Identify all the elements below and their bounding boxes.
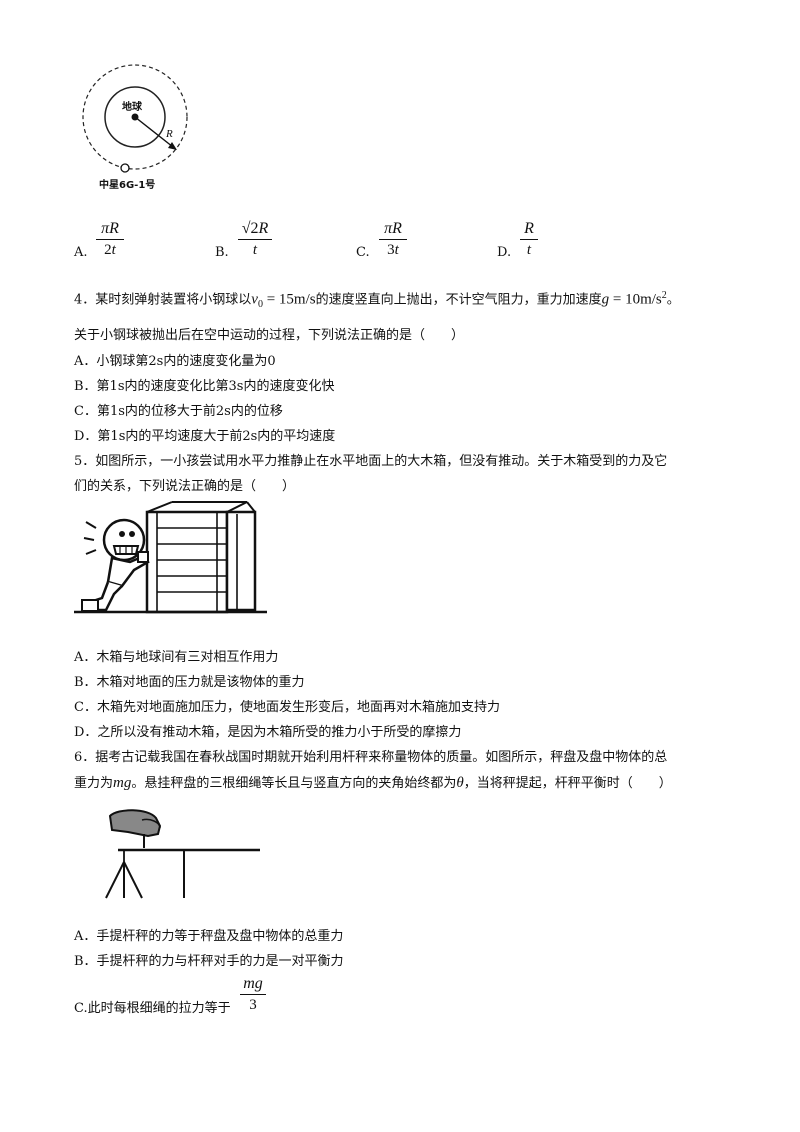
orbit-figure — [82, 64, 188, 173]
q3-option-d-den-var: t — [526, 242, 532, 258]
q6-stem2-part-b: 。悬挂秤盘的三根细绳等长且与竖直方向的夹角始终都为 — [131, 776, 457, 791]
radius-label: R — [166, 128, 173, 140]
q6-stem2-part-a: 重力为 — [74, 776, 114, 791]
child-pushing-crate-figure — [74, 501, 267, 614]
earth-circle — [104, 86, 166, 148]
q3-option-b-fraction: √2R t — [238, 220, 272, 259]
q5-stem-line1: 5．如图所示，一小孩尝试用水平力推静止在水平地面上的大木箱，但没有推动。关于木箱… — [74, 454, 668, 469]
q4-v0-value: = 15m/s — [262, 291, 316, 308]
q5-option-b: B．木箱对地面的压力就是该物体的重力 — [74, 675, 305, 690]
q5-option-d: D．之所以没有推动木箱，是因为木箱所受的推力小于所受的摩擦力 — [74, 725, 462, 740]
q4-stem-part1: 4．某时刻弹射装置将小钢球以 — [74, 292, 252, 308]
q3-option-b-den-var: t — [252, 242, 258, 258]
q4-stem-line1: 4．某时刻弹射装置将小钢球以v0 = 15m/s的速度竖直向上抛出，不计空气阻力… — [74, 287, 680, 314]
q3-option-c-letter: C. — [356, 245, 370, 260]
q5-option-a: A．木箱与地球间有三对相互作用力 — [74, 650, 279, 665]
q6-option-c-den: 3 — [249, 997, 257, 1013]
q6-mg-symbol: mg — [113, 775, 132, 791]
q6-stem2-part-c: ，当将秤提起，杆秤平衡时（ ） — [463, 776, 672, 791]
q4-stem-part3: 。 — [666, 292, 680, 308]
q5-stem-line2: 们的关系，下列说法正确的是（ ） — [74, 479, 296, 494]
q4-option-d: D．第1s内的平均速度大于前2s内的平均速度 — [74, 429, 336, 444]
q4-option-c: C．第1s内的位移大于前2s内的位移 — [74, 404, 283, 419]
orbit-circle — [82, 64, 188, 170]
q4-option-b: B．第1s内的速度变化比第3s内的速度变化快 — [74, 379, 335, 394]
q3-option-d-num: R — [524, 220, 534, 237]
q6-option-c-text: C.此时每根细绳的拉力等于 — [74, 1001, 231, 1016]
q6-option-b: B．手提杆秤的力与杆秤对手的力是一对平衡力 — [74, 954, 344, 969]
q4-g-value: = 10m/s — [609, 291, 662, 308]
q3-option-a-den-var: t — [111, 242, 116, 258]
earth-label: 地球 — [122, 102, 142, 113]
satellite-label: 中星6G-1号 — [99, 180, 156, 191]
q6-theta-symbol: θ — [456, 775, 464, 791]
q3-option-a-num: πR — [101, 220, 119, 237]
q3-option-d-fraction: R t — [520, 220, 538, 259]
q3-option-b-num-pre: √2 — [241, 220, 259, 237]
q3-option-c-den-var: t — [394, 242, 399, 258]
q4-g-symbol: g — [601, 291, 610, 308]
q3-option-a-fraction: πR 2t — [96, 220, 124, 259]
q6-option-c-num: mg — [243, 975, 263, 992]
q3-option-d-letter: D. — [497, 245, 512, 260]
steelyard-figure — [105, 809, 260, 899]
radius-arrow — [134, 116, 174, 148]
q4-v0-symbol: v — [251, 291, 258, 308]
q4-v0-subscript: 0 — [257, 298, 263, 310]
q4-stem-line2: 关于小钢球被抛出后在空中运动的过程，下列说法正确的是（ ） — [74, 328, 465, 343]
satellite-dot — [120, 163, 130, 173]
q6-option-c-fraction: mg 3 — [240, 975, 266, 1014]
q3-option-c-den-pre: 3 — [387, 242, 395, 258]
q4-g-superscript: 2 — [661, 290, 667, 301]
q3-option-c-num: πR — [384, 220, 402, 237]
q6-stem-line1: 6．据考古记载我国在春秋战国时期就开始利用杆秤来称量物体的质量。如图所示，秤盘及… — [74, 750, 668, 765]
q3-option-c-fraction: πR 3t — [379, 220, 407, 259]
q3-option-b-letter: B. — [215, 245, 229, 260]
q4-option-a: A．小钢球第2s内的速度变化量为0 — [74, 354, 276, 369]
q4-stem-part2: 的速度竖直向上抛出，不计空气阻力，重力加速度 — [315, 292, 602, 308]
q3-option-a-letter: A. — [74, 245, 88, 260]
radius-arrowhead — [168, 142, 177, 150]
q3-option-a-den-pre: 2 — [104, 242, 112, 258]
q5-option-c: C．木箱先对地面施加压力，使地面发生形变后，地面再对木箱施加支持力 — [74, 700, 500, 715]
q6-stem-line2: 重力为mg。悬挂秤盘的三根细绳等长且与竖直方向的夹角始终都为θ，当将秤提起，杆秤… — [74, 774, 672, 793]
q6-option-a: A．手提杆秤的力等于秤盘及盘中物体的总重力 — [74, 929, 344, 944]
q3-option-b-num: R — [258, 220, 269, 237]
